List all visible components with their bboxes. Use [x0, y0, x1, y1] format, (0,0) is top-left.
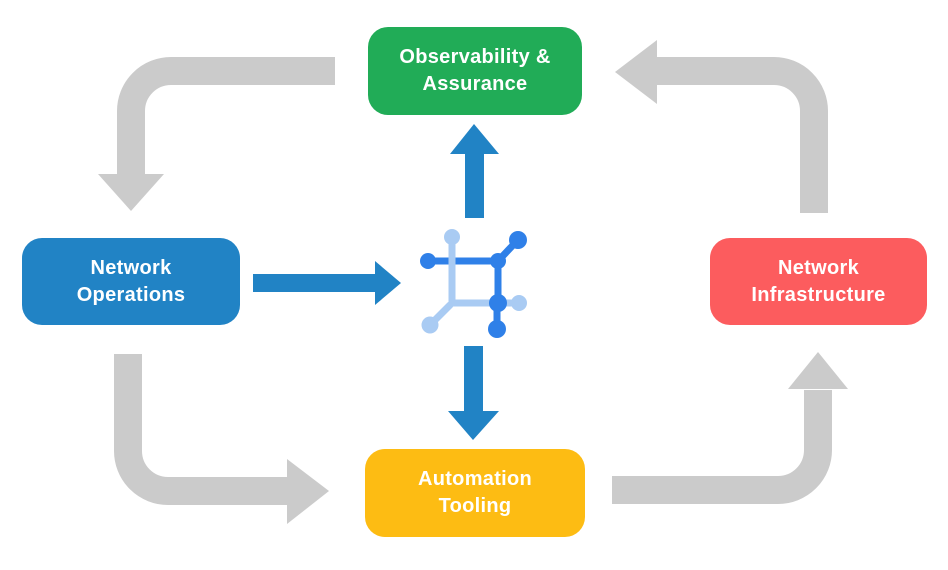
- arrow-hub-to-automation-bar: [464, 346, 483, 412]
- arrow-operations-to-hub-bar: [253, 274, 375, 292]
- arrow-operations-to-hub-head: [375, 261, 401, 305]
- arrow-operations-to-automation-tube: [114, 354, 289, 505]
- hub-node-upright: [509, 231, 527, 249]
- node-infrastructure-label-line2: Infrastructure: [751, 283, 886, 306]
- arrow-hub-to-observability: [450, 124, 499, 218]
- node-operations-label-line2: Operations: [76, 283, 186, 306]
- node-infrastructure-label-line1: Network: [777, 256, 859, 279]
- arrow-infrastructure-to-observability-tube: [657, 57, 828, 213]
- hub-edge-top-right: [426, 257, 502, 307]
- hub-node-bottom: [488, 320, 506, 338]
- hub-corner-top-right: [490, 253, 506, 269]
- hub-edge-left-bottom: [448, 236, 502, 307]
- node-network-infrastructure: Network Infrastructure: [710, 238, 927, 325]
- arrow-observability-to-operations-tube: [117, 57, 335, 176]
- hub-node-right: [511, 295, 527, 311]
- arrow-operations-to-automation: [114, 354, 329, 524]
- arrow-infrastructure-to-observability-head: [615, 40, 657, 104]
- node-network-operations: Network Operations: [22, 238, 240, 325]
- network-hub-icon: [420, 229, 527, 338]
- hub-node-left: [420, 253, 436, 269]
- hub-node-top: [444, 229, 460, 245]
- node-automation-label-line2: Tooling: [438, 495, 512, 517]
- arrow-hub-to-automation: [448, 346, 499, 440]
- arrow-automation-to-infrastructure: [612, 352, 848, 504]
- arrow-hub-to-automation-head: [448, 411, 499, 440]
- node-operations-label-line1: Network: [90, 256, 172, 279]
- arrow-hub-to-observability-bar: [465, 152, 484, 218]
- node-observability-label-line1: Observability &: [399, 46, 551, 68]
- arrow-hub-to-observability-head: [450, 124, 499, 154]
- node-automation-tooling: Automation Tooling: [365, 449, 585, 537]
- node-observability-label-line2: Assurance: [422, 73, 528, 95]
- hub-node-downleft: [421, 316, 439, 334]
- node-automation-label-line1: Automation: [417, 468, 533, 490]
- hub-stub-downleft: [430, 301, 454, 325]
- hub-corner-bottom-right: [489, 294, 507, 312]
- arrow-operations-to-automation-head: [287, 459, 329, 524]
- arrow-observability-to-operations-head: [98, 174, 164, 211]
- node-observability-assurance: Observability & Assurance: [368, 27, 582, 115]
- arrow-infrastructure-to-observability: [615, 40, 828, 213]
- arrow-infrastructure-loop-top-left: [98, 57, 335, 211]
- arrow-operations-to-hub: [253, 261, 401, 305]
- arrow-automation-to-infrastructure-head: [788, 352, 848, 389]
- arrow-automation-to-infrastructure-tube: [612, 390, 832, 504]
